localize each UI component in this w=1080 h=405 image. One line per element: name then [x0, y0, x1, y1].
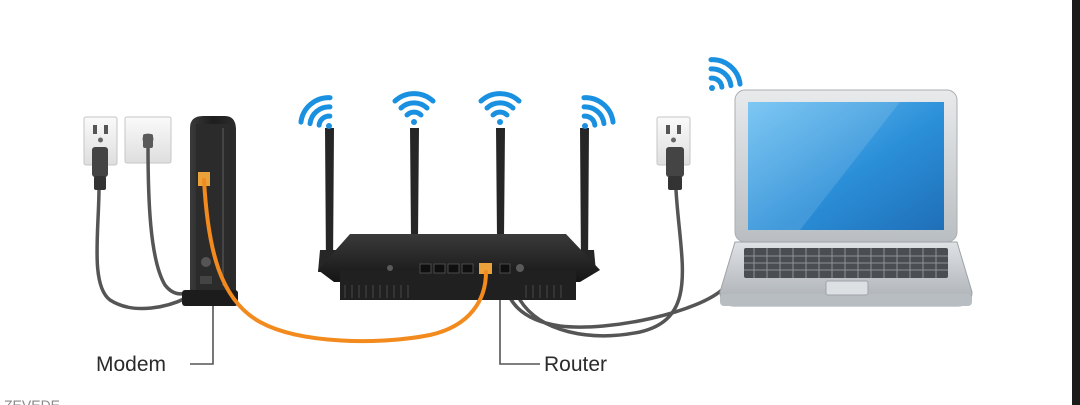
power-plug-right-icon [666, 147, 684, 190]
router-label: Router [544, 353, 607, 376]
callout-lines [190, 300, 540, 365]
ethernet-cable-icon [202, 178, 488, 344]
power-plug-left-icon [92, 147, 108, 190]
right-edge-strip [1072, 0, 1080, 405]
cutoff-text: ZEVEDE [4, 397, 60, 405]
wifi-dots [326, 85, 715, 129]
wifi-signal-icon [298, 57, 743, 128]
laptop-icon [719, 89, 973, 307]
modem-label: Modem [96, 353, 166, 376]
modem-icon [182, 116, 238, 306]
router-icon [318, 234, 600, 300]
coax-plug-icon [143, 134, 153, 148]
